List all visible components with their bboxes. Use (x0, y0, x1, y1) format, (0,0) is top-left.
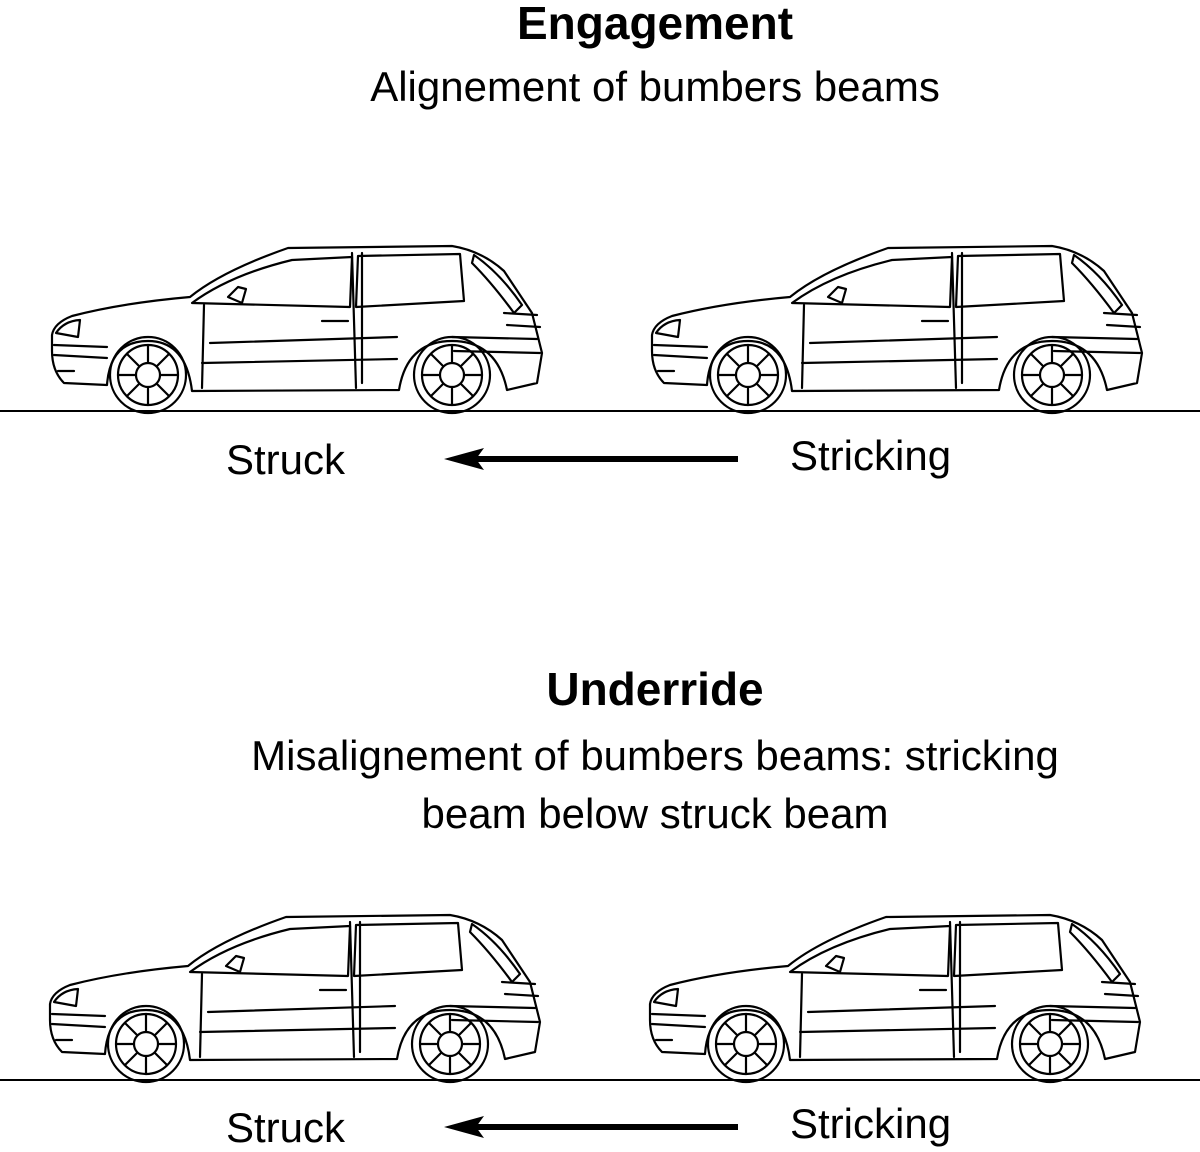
struck-label: Struck (226, 436, 346, 483)
struck-label: Struck (226, 1104, 346, 1151)
panel-title: Engagement (516, 0, 794, 49)
struck-car-icon (50, 244, 544, 415)
striking-car-icon (648, 913, 1142, 1084)
subtitle-line: beam below struck beam (421, 790, 889, 837)
panel-subtitle: Misalignement of bumbers beams: strickin… (251, 727, 1059, 843)
panel-subtitle: Alignement of bumbers beams (370, 58, 940, 116)
striking-label: Stricking (790, 432, 952, 479)
striking-label: Stricking (790, 1100, 952, 1147)
left-arrow-icon (444, 1116, 738, 1138)
striking-car-icon (650, 244, 1144, 415)
subtitle-line: Misalignement of bumbers beams: strickin… (251, 732, 1059, 779)
struck-car-icon (48, 913, 542, 1084)
panel-title: Underride (546, 663, 764, 715)
left-arrow-icon (444, 448, 738, 470)
subtitle-line: Alignement of bumbers beams (370, 63, 940, 110)
